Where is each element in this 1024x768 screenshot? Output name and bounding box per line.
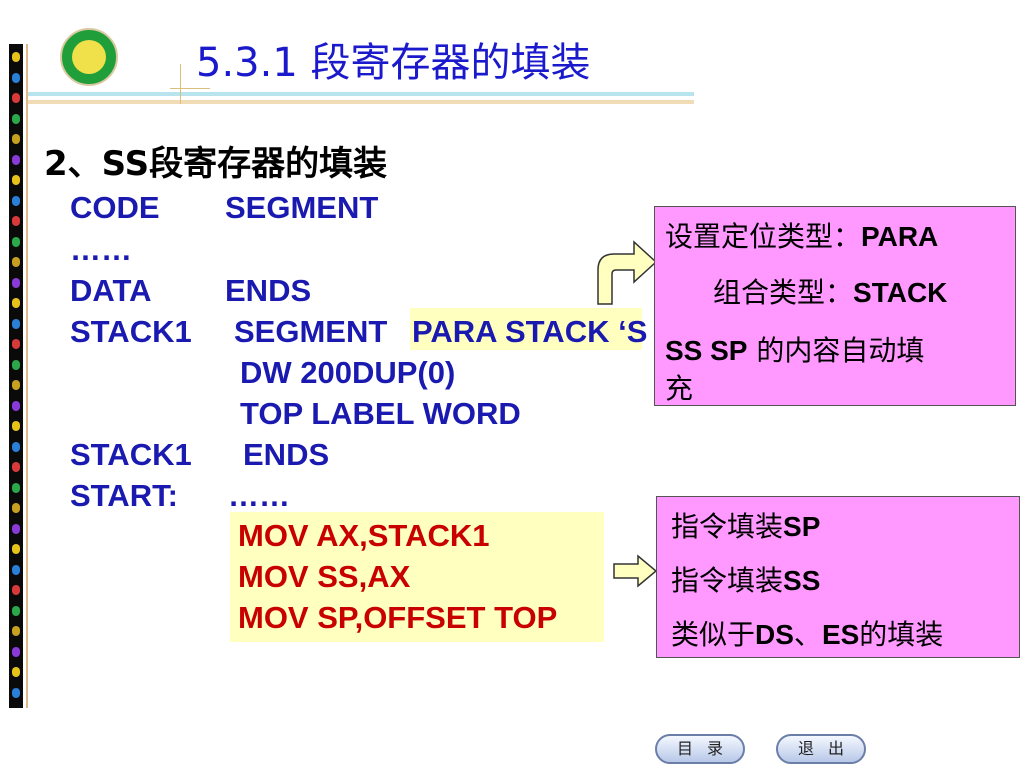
strip-dot	[12, 503, 20, 513]
contents-button[interactable]: 目录	[655, 734, 745, 764]
strip-dot	[12, 298, 20, 308]
strip-dot	[12, 72, 20, 83]
right-arrow-icon	[613, 554, 658, 588]
code-text: SEGMENT	[234, 314, 388, 349]
note-line: 设置定位类型：PARA	[665, 220, 939, 253]
strip-dot	[12, 605, 20, 616]
mov-block-highlight	[230, 512, 604, 642]
strip-dot	[12, 687, 20, 698]
mov-instruction: MOV SP,OFFSET TOP	[238, 600, 558, 635]
header-divider-blue	[28, 92, 694, 96]
strip-dot	[12, 646, 20, 657]
strip-dot	[12, 359, 20, 370]
header-divider-tan	[28, 100, 694, 104]
strip-dot	[12, 626, 20, 636]
code-label: ……	[70, 232, 132, 267]
code-text: TOP LABEL WORD	[240, 396, 521, 431]
page-title: 5.3.1 段寄存器的填装	[196, 40, 591, 86]
section-heading: 2、SS段寄存器的填装	[44, 144, 388, 184]
code-text: ENDS	[225, 273, 312, 308]
strip-dot	[12, 441, 20, 452]
note-line: 指令填装SP	[671, 510, 821, 543]
code-text: DW 200DUP(0)	[240, 355, 456, 390]
mov-instruction: MOV SS,AX	[238, 559, 411, 594]
code-label: STACK1	[70, 314, 192, 349]
strip-dot	[12, 195, 20, 206]
strip-dot	[12, 277, 20, 288]
strip-dot	[12, 216, 20, 226]
note-line: 类似于DS、ES的填装	[671, 618, 944, 651]
code-label: DATA	[70, 273, 152, 308]
note-box-stack-params: 设置定位类型：PARA 组合类型：STACK SS SP 的内容自动填 充	[654, 206, 1016, 406]
curved-arrow-icon	[597, 240, 658, 305]
strip-dot	[12, 257, 20, 267]
strip-dot	[12, 134, 20, 144]
code-highlight	[410, 308, 642, 350]
logo-emblem-icon	[72, 40, 106, 74]
left-strip-border	[26, 44, 28, 708]
strip-dot	[12, 318, 20, 329]
strip-dot	[12, 462, 20, 472]
code-text: ……	[228, 478, 290, 513]
code-highlighted-text: PARA STACK ‘S	[412, 314, 648, 349]
left-decorative-strip	[9, 44, 23, 708]
code-label: STACK1	[70, 437, 192, 472]
note-line: SS SP 的内容自动填	[665, 334, 925, 367]
strip-dot	[12, 175, 20, 185]
strip-dot	[12, 93, 20, 103]
strip-dot	[12, 421, 20, 431]
note-line: 充	[665, 372, 694, 405]
code-text: ENDS	[243, 437, 330, 472]
code-text: SEGMENT	[225, 190, 379, 225]
strip-dot	[12, 236, 20, 247]
code-label: START:	[70, 478, 178, 513]
strip-dot	[12, 113, 20, 124]
note-box-register-load: 指令填装SP 指令填装SS 类似于DS、ES的填装	[656, 496, 1020, 658]
strip-dot	[12, 585, 20, 595]
strip-dot	[12, 154, 20, 165]
strip-dot	[12, 52, 20, 62]
strip-dot	[12, 564, 20, 575]
code-label: CODE	[70, 190, 160, 225]
mov-instruction: MOV AX,STACK1	[238, 518, 490, 553]
exit-button[interactable]: 退出	[776, 734, 866, 764]
strip-dot	[12, 544, 20, 554]
note-line: 指令填装SS	[671, 564, 821, 597]
strip-dot	[12, 667, 20, 677]
school-logo	[60, 28, 118, 86]
crosshair-decoration	[180, 64, 181, 104]
strip-dot	[12, 380, 20, 390]
strip-dot	[12, 400, 20, 411]
note-line: 组合类型：STACK	[713, 276, 948, 309]
strip-dot	[12, 482, 20, 493]
crosshair-decoration	[170, 88, 210, 89]
strip-dot	[12, 339, 20, 349]
strip-dot	[12, 523, 20, 534]
